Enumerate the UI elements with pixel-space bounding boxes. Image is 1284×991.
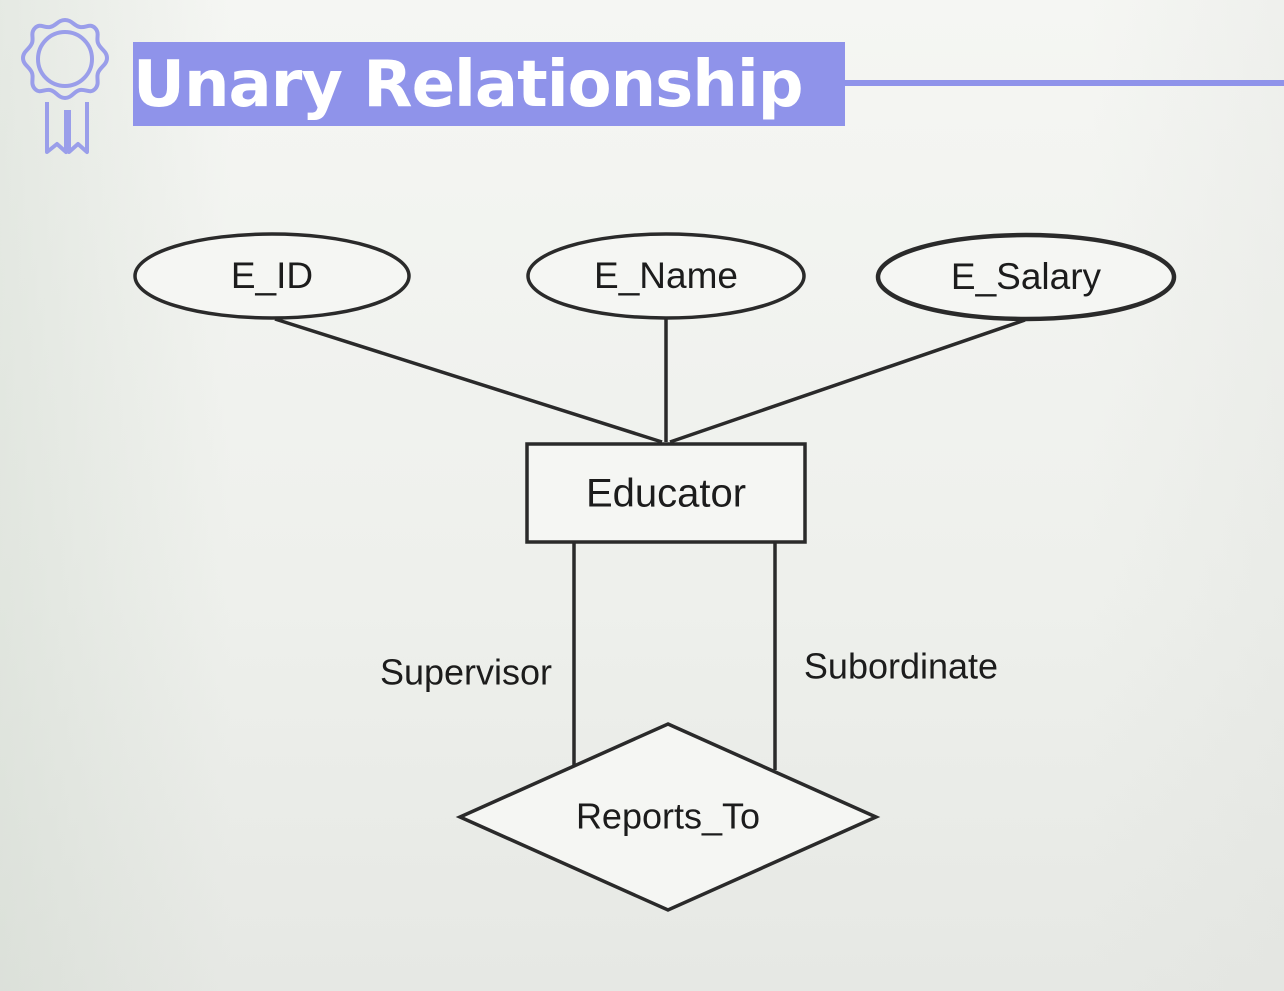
relationship-reports-to-shape [455, 722, 881, 912]
title-highlight [133, 42, 845, 126]
attribute-eid-shape [133, 232, 411, 320]
entity-educator-shape [525, 442, 807, 544]
role-subordinate: Subordinate [804, 646, 998, 687]
attribute-ename-shape [526, 232, 806, 320]
attribute-esalary-shape [875, 232, 1177, 322]
entity-educator: Educator [586, 472, 746, 516]
title-rule [845, 80, 1284, 86]
award-ribbon-icon [21, 18, 109, 154]
relationship-reports-to: Reports_To [576, 796, 760, 837]
attribute-eid: E_ID [231, 255, 313, 296]
slide-title: Unary Relationship [133, 48, 804, 122]
attribute-ename: E_Name [594, 255, 738, 296]
connector-eid [274, 317, 663, 444]
role-supervisor: Supervisor [380, 652, 552, 693]
connector-esalary [669, 318, 1026, 444]
attribute-esalary: E_Salary [951, 256, 1102, 297]
